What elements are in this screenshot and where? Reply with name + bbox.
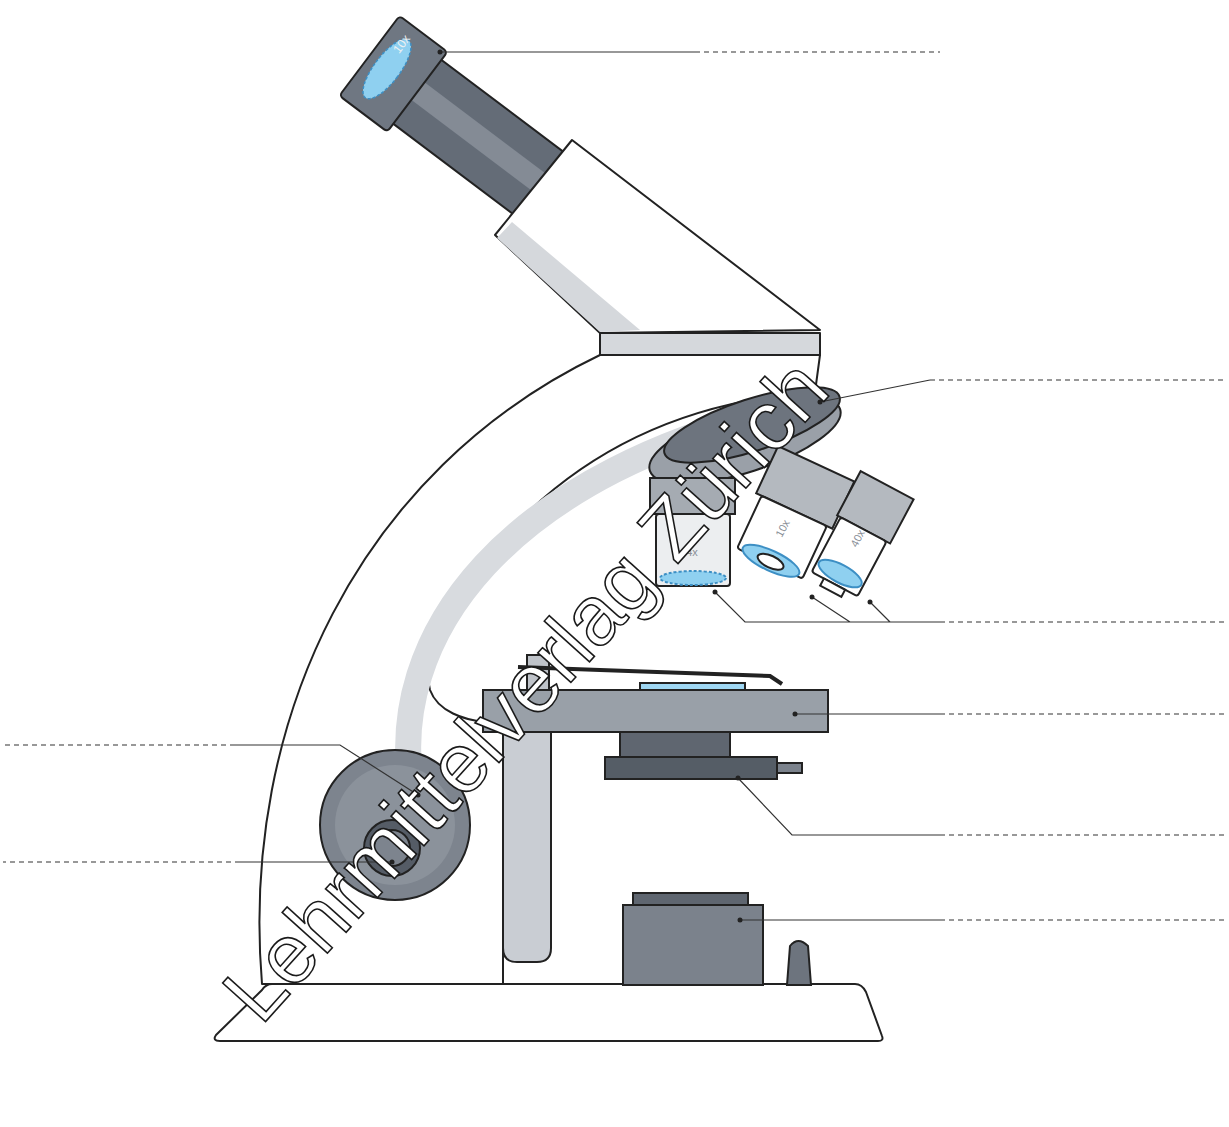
leader-line bbox=[715, 592, 940, 622]
lamp bbox=[623, 905, 763, 985]
leader-line bbox=[738, 778, 940, 835]
answer-line bbox=[3, 861, 240, 862]
slide bbox=[640, 683, 745, 690]
leader-line bbox=[795, 713, 940, 714]
eyepiece-lens bbox=[355, 32, 419, 105]
leader-dot bbox=[868, 600, 873, 605]
leader-dot bbox=[438, 50, 443, 55]
objective-10x bbox=[737, 496, 827, 579]
answer-line bbox=[940, 834, 1226, 835]
leader-dot bbox=[810, 595, 815, 600]
objective-lens bbox=[739, 539, 804, 583]
microscope-head bbox=[495, 140, 820, 333]
leader-line bbox=[740, 919, 940, 920]
answer-line bbox=[3, 744, 235, 745]
leader-line bbox=[440, 51, 695, 52]
leader-dot bbox=[793, 712, 798, 717]
microscope-base bbox=[215, 984, 883, 1041]
leader-dot bbox=[738, 918, 743, 923]
magnification-mark: 40x bbox=[849, 528, 867, 549]
objective-front bbox=[755, 550, 785, 573]
magnification-mark: 10x bbox=[774, 518, 792, 539]
magnification-mark: 10x bbox=[391, 33, 412, 56]
leader-dot bbox=[736, 776, 741, 781]
leader-dot bbox=[713, 590, 718, 595]
answer-line bbox=[695, 51, 940, 52]
condenser bbox=[620, 732, 730, 757]
objective-tip bbox=[820, 579, 845, 597]
answer-line bbox=[940, 919, 1226, 920]
objective-40x bbox=[812, 517, 887, 596]
head-shade bbox=[497, 222, 640, 332]
diaphragm-lever bbox=[777, 763, 802, 773]
diaphragm bbox=[605, 757, 777, 779]
answer-line bbox=[940, 621, 1226, 622]
eyepiece bbox=[339, 16, 447, 132]
watermark: Lehrmittelverlag Zürich bbox=[208, 344, 842, 1035]
answer-line bbox=[930, 379, 1226, 380]
switch bbox=[787, 941, 811, 985]
answer-line bbox=[940, 713, 1226, 714]
